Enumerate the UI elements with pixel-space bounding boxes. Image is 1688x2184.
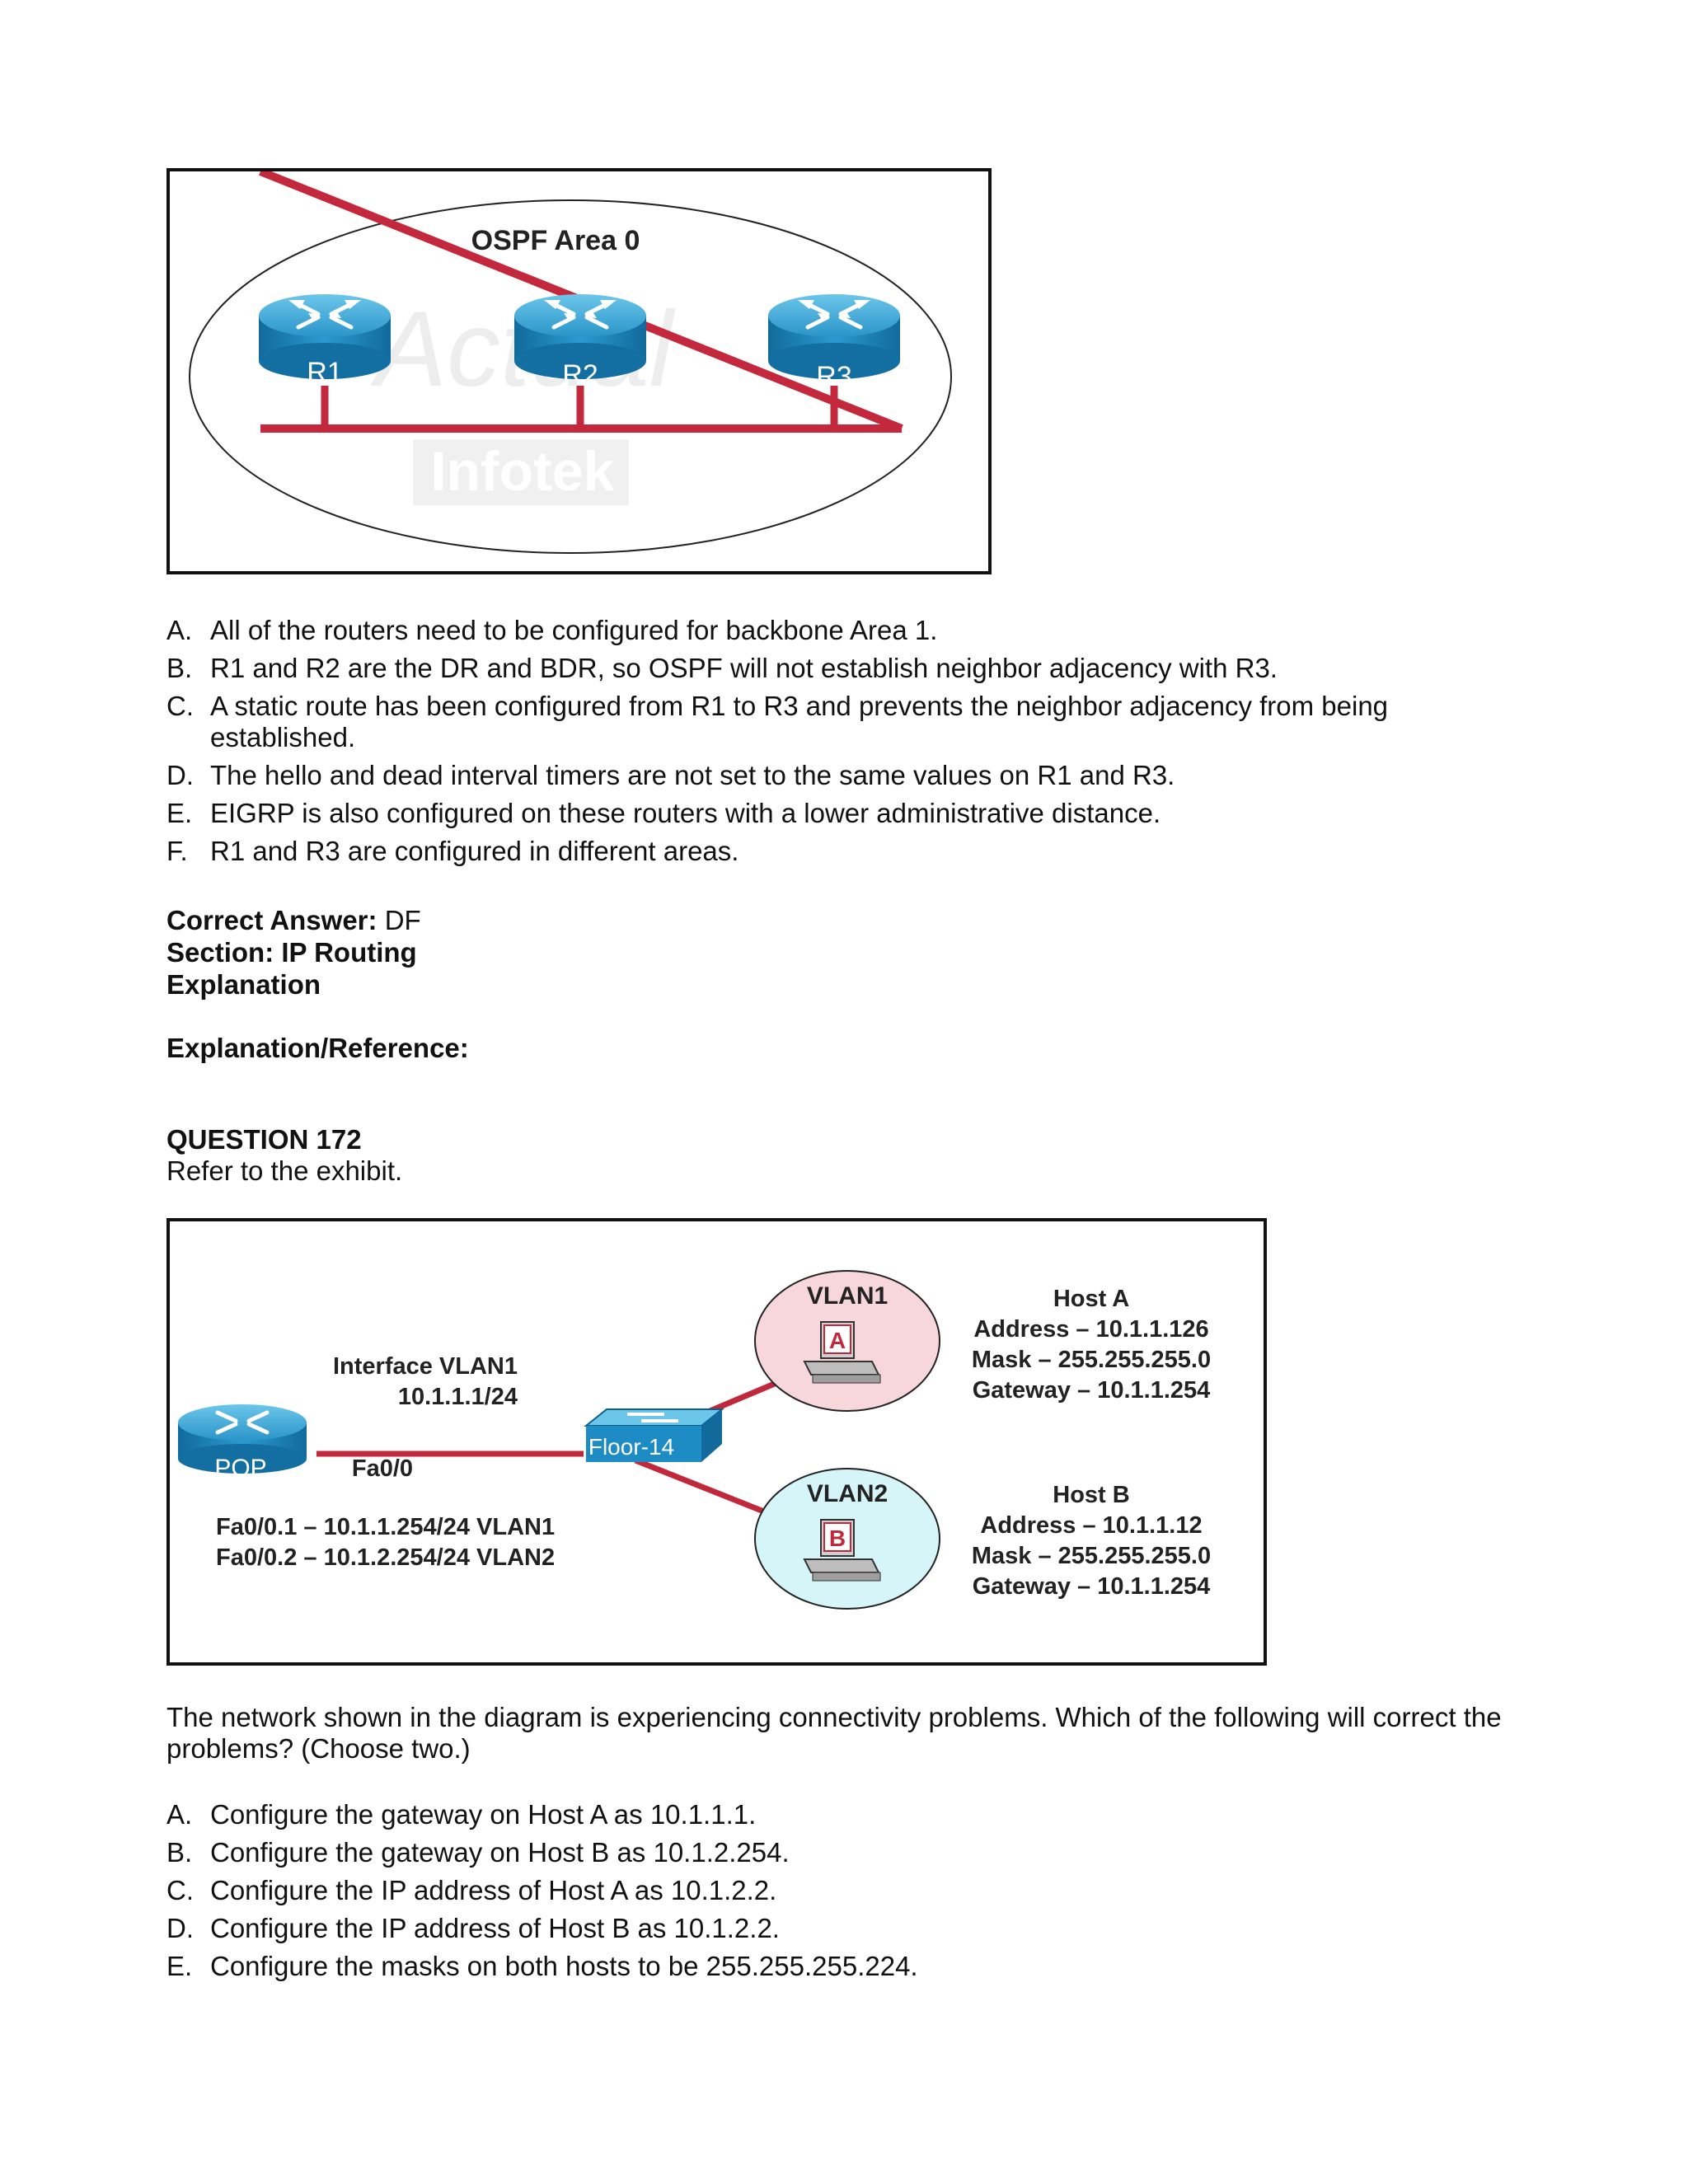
- option-item: C. A static route has been configured fr…: [166, 691, 1419, 753]
- subinterface-2: Fa0/0.2 – 10.1.2.254/24 VLAN2: [216, 1544, 555, 1571]
- correct-answer-value: DF: [384, 905, 421, 935]
- option-letter: D.: [166, 760, 194, 790]
- section-label: Section: IP Routing: [166, 937, 417, 968]
- option-text: R1 and R3 are configured in different ar…: [210, 836, 739, 866]
- router-label: R1: [307, 357, 342, 388]
- question-title: QUESTION 172: [166, 1124, 362, 1155]
- option-item: D. Configure the IP address of Host B as…: [166, 1913, 1568, 1944]
- option-item: B. Configure the gateway on Host B as 10…: [166, 1837, 1568, 1868]
- option-item: D. The hello and dead interval timers ar…: [166, 760, 1568, 791]
- question-text: The network shown in the diagram is expe…: [166, 1702, 1502, 1764]
- subinterface-1: Fa0/0.1 – 10.1.1.254/24 VLAN1: [216, 1514, 555, 1540]
- host-b-mask: Mask – 255.255.255.0: [972, 1543, 1211, 1569]
- computer-icon: [803, 1519, 881, 1582]
- area-label: OSPF Area 0: [471, 225, 640, 256]
- router-port-label: Fa0/0: [352, 1455, 413, 1482]
- option-letter: D.: [166, 1913, 194, 1943]
- watermark-text: Infotek: [431, 440, 615, 503]
- host-a-letter: A: [829, 1328, 846, 1353]
- option-text: R1 and R2 are the DR and BDR, so OSPF wi…: [210, 653, 1278, 683]
- reference-heading: Explanation/Reference:: [166, 1033, 469, 1063]
- area-boundary: [189, 199, 952, 554]
- option-item: E. Configure the masks on both hosts to …: [166, 1951, 1568, 1982]
- interface-vlan1-address: 10.1.1.1/24: [398, 1384, 518, 1410]
- option-item: B. R1 and R2 are the DR and BDR, so OSPF…: [166, 653, 1568, 684]
- option-text: Configure the gateway on Host A as 10.1.…: [210, 1799, 757, 1830]
- host-b-gateway: Gateway – 10.1.1.254: [973, 1573, 1211, 1600]
- host-b-title: Host B: [1053, 1482, 1129, 1508]
- host-a-gateway: Gateway – 10.1.1.254: [973, 1377, 1211, 1404]
- host-b-address: Address – 10.1.1.12: [980, 1512, 1202, 1539]
- option-letter: B.: [166, 1837, 193, 1868]
- option-letter: C.: [166, 691, 194, 721]
- option-letter: C.: [166, 1875, 194, 1905]
- option-text: EIGRP is also configured on these router…: [210, 798, 1161, 828]
- option-letter: A.: [166, 1799, 193, 1830]
- option-text: The hello and dead interval timers are n…: [210, 760, 1175, 790]
- option-text: Configure the IP address of Host A as 10…: [210, 1875, 777, 1905]
- option-item: C. Configure the IP address of Host A as…: [166, 1875, 1568, 1906]
- option-item: A. Configure the gateway on Host A as 10…: [166, 1799, 1568, 1830]
- option-letter: B.: [166, 653, 193, 683]
- switch-icon: [584, 1408, 724, 1462]
- option-item: A. All of the routers need to be configu…: [166, 615, 1568, 646]
- vlan2-label: VLAN2: [807, 1480, 888, 1507]
- option-text: A static route has been configured from …: [210, 691, 1389, 752]
- option-text: Configure the IP address of Host B as 10…: [210, 1913, 780, 1943]
- ospf-diagram-svg: Actual Infotek OSPF Area 0 R1 R2 R3: [189, 167, 952, 554]
- option-text: Configure the masks on both hosts to be …: [210, 1951, 918, 1981]
- option-item: E. EIGRP is also configured on these rou…: [166, 798, 1568, 829]
- option-item: F. R1 and R3 are configured in different…: [166, 836, 1568, 867]
- correct-answer-label: Correct Answer:: [166, 905, 377, 935]
- router-label: POP: [214, 1455, 266, 1482]
- vlan-diagram-svg: VLAN1 VLAN2 A B Host A Address – 10.1.1.…: [178, 1270, 1211, 1610]
- exhibit-ospf-diagram: Actual Infotek OSPF Area 0 R1 R2 R3: [166, 167, 992, 574]
- host-b-letter: B: [829, 1526, 846, 1551]
- host-a-address: Address – 10.1.1.126: [973, 1316, 1208, 1343]
- interface-vlan1-title: Interface VLAN1: [333, 1353, 518, 1380]
- option-letter: F.: [166, 836, 188, 866]
- host-a-title: Host A: [1053, 1286, 1129, 1312]
- host-a-mask: Mask – 255.255.255.0: [972, 1347, 1211, 1373]
- router-label: R3: [816, 361, 851, 392]
- computer-icon: [803, 1321, 881, 1384]
- exhibit-vlan-diagram: VLAN1 VLAN2 A B Host A Address – 10.1.1.…: [166, 1218, 1267, 1666]
- option-letter: A.: [166, 615, 193, 645]
- explanation-heading: Explanation: [166, 969, 321, 1000]
- vlan1-label: VLAN1: [807, 1282, 888, 1310]
- router-label: R2: [562, 359, 598, 391]
- question-intro: Refer to the exhibit.: [166, 1155, 403, 1186]
- option-text: Configure the gateway on Host B as 10.1.…: [210, 1837, 790, 1868]
- correct-answer: Correct Answer: DF: [166, 905, 421, 936]
- switch-label: Floor-14: [588, 1434, 674, 1460]
- router-icon: [178, 1404, 307, 1474]
- option-text: All of the routers need to be configured…: [210, 615, 938, 645]
- option-letter: E.: [166, 1951, 193, 1981]
- option-letter: E.: [166, 798, 193, 828]
